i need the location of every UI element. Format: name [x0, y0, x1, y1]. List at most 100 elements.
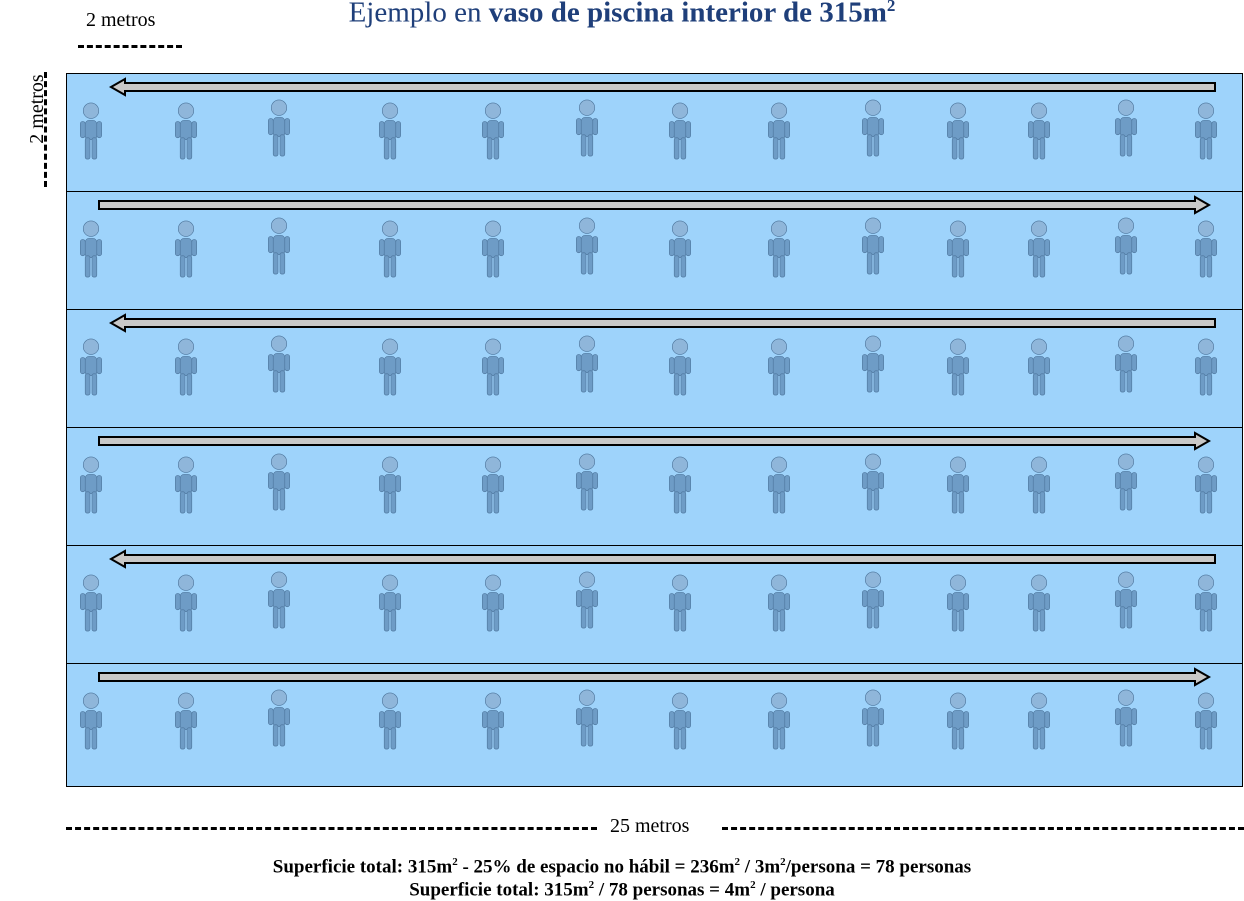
person-icon [1028, 220, 1050, 278]
person-icon [379, 692, 401, 750]
person-icon [268, 217, 290, 275]
person-icon [768, 456, 790, 514]
person-icon [1028, 102, 1050, 160]
right-arrow-icon [98, 667, 1212, 687]
calculation-line-1: Superficie total: 315m2 - 25% de espacio… [0, 851, 1244, 878]
person-icon [669, 692, 691, 750]
person-icon [80, 338, 102, 396]
person-icon [1195, 456, 1217, 514]
pool-lane [67, 310, 1242, 428]
person-icon [175, 574, 197, 632]
person-icon [1028, 692, 1050, 750]
superscript: 2 [452, 856, 458, 868]
person-icon [669, 338, 691, 396]
person-icon [1028, 338, 1050, 396]
person-icon [576, 217, 598, 275]
calc-text: - 25% de espacio no hábil = 236m [457, 856, 735, 878]
person-icon [768, 102, 790, 160]
person-icon [482, 220, 504, 278]
person-icon [576, 453, 598, 511]
person-icon [862, 99, 884, 157]
person-icon [768, 692, 790, 750]
calc-text: Superficie total: 315m [272, 856, 453, 878]
person-icon [947, 338, 969, 396]
calc-text: / persona [755, 879, 835, 901]
person-icon [768, 220, 790, 278]
person-icon [482, 692, 504, 750]
person-icon [1028, 456, 1050, 514]
person-icon [947, 574, 969, 632]
person-icon [576, 571, 598, 629]
bottom-scale-dashed-line-left [66, 827, 597, 830]
person-icon [80, 456, 102, 514]
person-icon [482, 102, 504, 160]
calc-text: /persona = 78 personas [785, 856, 972, 878]
bottom-scale-label: 25 metros [610, 815, 690, 837]
person-icon [576, 99, 598, 157]
person-icon [80, 220, 102, 278]
pool-lane [67, 546, 1242, 664]
top-scale-label: 2 metros [86, 9, 156, 31]
person-icon [1195, 692, 1217, 750]
pool-lane [67, 428, 1242, 546]
person-icon [175, 692, 197, 750]
person-icon [1195, 574, 1217, 632]
person-icon [1115, 689, 1137, 747]
person-icon [768, 338, 790, 396]
left-arrow-icon [108, 549, 1216, 569]
calc-text: / 3m [740, 856, 781, 878]
right-arrow-icon [98, 431, 1212, 451]
person-icon [1115, 217, 1137, 275]
person-icon [862, 217, 884, 275]
superscript: 2 [780, 856, 786, 868]
left-arrow-icon [108, 77, 1216, 97]
person-icon [1115, 335, 1137, 393]
pool-lane [67, 664, 1242, 782]
person-icon [947, 456, 969, 514]
person-icon [862, 689, 884, 747]
bottom-scale-dashed-line-right [722, 827, 1244, 830]
person-icon [379, 574, 401, 632]
person-icon [379, 456, 401, 514]
person-icon [947, 692, 969, 750]
diagram-title: Ejemplo en vaso de piscina interior de 3… [0, 0, 1244, 30]
person-icon [1115, 99, 1137, 157]
person-icon [80, 574, 102, 632]
person-icon [379, 338, 401, 396]
person-icon [1195, 338, 1217, 396]
person-icon [669, 456, 691, 514]
person-icon [1195, 102, 1217, 160]
person-icon [1195, 220, 1217, 278]
pool-lane [67, 192, 1242, 310]
calc-text: / 78 personas = 4m [594, 879, 751, 901]
person-icon [1028, 574, 1050, 632]
person-icon [947, 102, 969, 160]
person-icon [80, 102, 102, 160]
person-icon [1115, 453, 1137, 511]
title-bold: vaso de piscina interior de 315m [488, 0, 887, 29]
person-icon [268, 99, 290, 157]
person-icon [862, 571, 884, 629]
person-icon [669, 220, 691, 278]
top-scale-dashed-line [78, 45, 182, 48]
person-icon [947, 220, 969, 278]
person-icon [482, 574, 504, 632]
title-superscript: 2 [886, 0, 896, 15]
person-icon [175, 220, 197, 278]
person-icon [268, 571, 290, 629]
pool-lane [67, 74, 1242, 192]
person-icon [80, 692, 102, 750]
person-icon [482, 338, 504, 396]
left-arrow-icon [108, 313, 1216, 333]
title-prefix: Ejemplo en [348, 0, 489, 29]
side-scale-label: 2 metros [26, 74, 48, 144]
person-icon [862, 453, 884, 511]
person-icon [268, 335, 290, 393]
person-icon [1115, 571, 1137, 629]
superscript: 2 [588, 879, 595, 891]
side-scale-dashed-line [44, 72, 47, 187]
person-icon [175, 338, 197, 396]
person-icon [268, 453, 290, 511]
person-icon [576, 689, 598, 747]
person-icon [175, 456, 197, 514]
